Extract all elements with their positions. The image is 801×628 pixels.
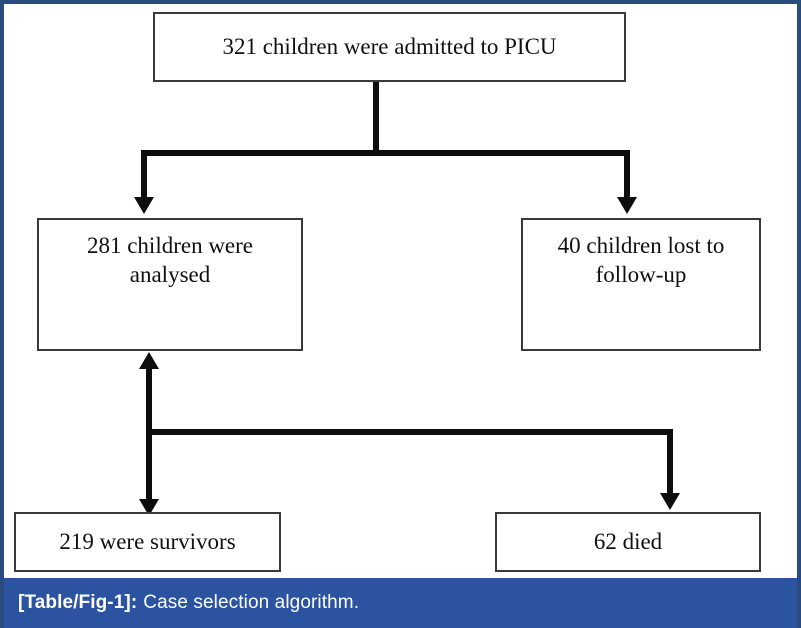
arrowhead-down-to-survivors-icon xyxy=(139,499,159,516)
figure-caption-label: [Table/Fig-1]: xyxy=(18,592,138,613)
flowchart-node-lost-to-followup: 40 children lost to follow-up xyxy=(521,218,761,351)
figure-border-left xyxy=(0,0,4,628)
node-died-label: 62 died xyxy=(593,529,663,555)
node-survivors-label: 219 were survivors xyxy=(59,529,236,555)
connector-double-headed-analysed-survivors xyxy=(146,366,152,508)
connector-stem-from-admitted xyxy=(373,78,379,156)
node-admitted-label: 321 children were admitted to PICU xyxy=(222,34,557,60)
flowchart-canvas: 321 children were admitted to PICU 281 c… xyxy=(4,4,797,578)
arrowhead-down-to-died-icon xyxy=(660,493,680,510)
connector-drop-to-lost xyxy=(624,150,630,200)
node-lost-label: 40 children lost to follow-up xyxy=(557,233,725,288)
figure-border-top xyxy=(0,0,801,4)
flowchart-node-analysed: 281 children were analysed xyxy=(37,218,303,351)
flowchart-node-survivors: 219 were survivors xyxy=(14,512,281,572)
connector-drop-to-died xyxy=(667,429,673,501)
figure-caption-body: Case selection algorithm. xyxy=(143,592,360,613)
figure-caption: [Table/Fig-1]:Case selection algorithm. xyxy=(4,592,359,614)
arrowhead-down-to-analysed-icon xyxy=(134,197,154,214)
arrowhead-up-to-analysed-icon xyxy=(139,352,159,369)
flowchart-node-died: 62 died xyxy=(495,512,761,572)
figure-caption-bar: [Table/Fig-1]:Case selection algorithm. xyxy=(4,578,797,628)
connector-horizontal-top-split xyxy=(141,150,630,156)
node-analysed-label: 281 children were analysed xyxy=(86,233,254,288)
connector-drop-to-analysed xyxy=(141,150,147,200)
flowchart-node-admitted: 321 children were admitted to PICU xyxy=(153,12,626,82)
connector-horizontal-bottom-split xyxy=(146,429,673,435)
figure-border-right xyxy=(797,0,801,628)
arrowhead-down-to-lost-icon xyxy=(617,197,637,214)
